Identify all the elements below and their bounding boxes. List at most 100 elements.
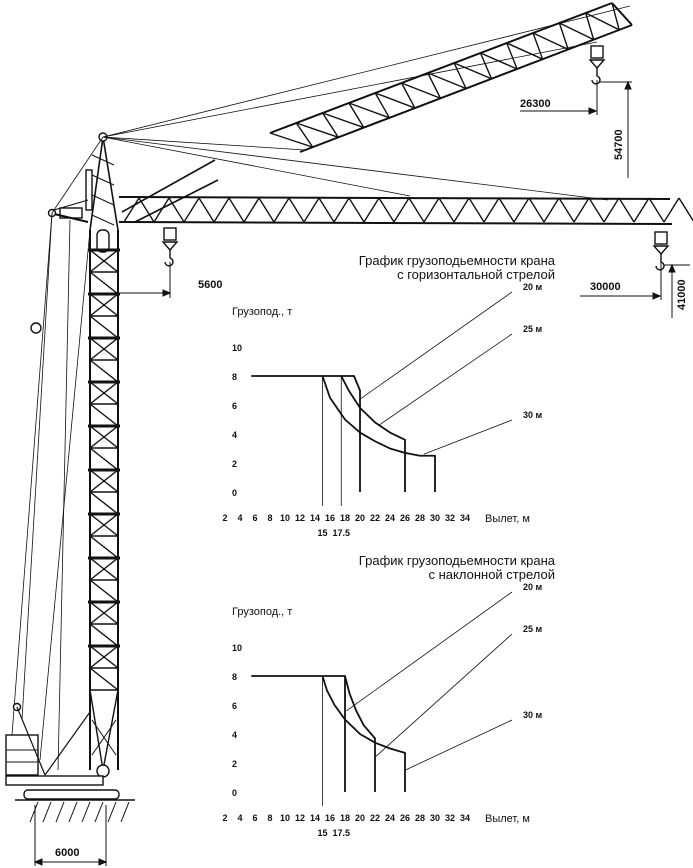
dim-max-reach: 30000 — [590, 281, 621, 293]
series-pointer-line — [378, 333, 513, 426]
mast-brace — [89, 557, 119, 581]
jib-brace — [288, 197, 305, 223]
mast-brace — [89, 535, 119, 559]
series-label: 30 м — [523, 710, 543, 720]
crawler-track — [23, 789, 120, 800]
ground-hatch — [107, 801, 117, 823]
x-tick-label: 22 — [370, 513, 380, 523]
series-label: 25 м — [523, 324, 543, 334]
platform — [5, 775, 104, 786]
x-tick-label: 2 — [222, 513, 227, 523]
jib-brace — [663, 197, 680, 223]
jib-brace — [438, 197, 455, 223]
x-tick-label: 2 — [222, 813, 227, 823]
hoist-cable — [11, 212, 53, 736]
mast-brace — [89, 293, 119, 317]
portal-brace — [102, 689, 119, 771]
arrow-head — [624, 80, 632, 90]
x-tick-label: 12 — [295, 813, 305, 823]
y-tick-label: 0 — [232, 488, 237, 498]
stay-cable — [102, 5, 631, 138]
head-brace — [91, 174, 115, 186]
jib-brace — [153, 197, 170, 223]
inclined-jib-tip — [611, 2, 633, 26]
jib-brace — [678, 197, 693, 222]
inclined-jib-brace — [427, 72, 442, 99]
x-tick-label: 32 — [445, 513, 455, 523]
stay-cable — [51, 136, 104, 214]
hook-icon — [655, 254, 665, 271]
stay-cable — [102, 136, 306, 151]
hook-trolley — [163, 227, 177, 241]
inclined-jib-brace — [611, 2, 620, 31]
hook-inclined — [588, 45, 606, 85]
dimension-lines — [33, 80, 690, 866]
jib-brace — [633, 197, 650, 223]
series-pointer-line — [404, 719, 513, 771]
series-line-30м — [321, 375, 436, 492]
chart-title-line1: График грузоподьемности крана — [359, 253, 556, 268]
inclined-jib-brace — [401, 82, 441, 99]
mast-brace — [89, 403, 119, 427]
series-line-25м — [340, 375, 406, 492]
hook-block — [588, 59, 606, 70]
portal-brace — [89, 689, 104, 771]
series-label: 30 м — [523, 410, 543, 420]
jib-brace — [498, 197, 515, 223]
jib-brace — [273, 197, 290, 223]
dim-min-reach: 5600 — [198, 279, 222, 291]
x-tick-label: 16 — [325, 813, 335, 823]
jib-brace — [468, 197, 485, 223]
jib-brace — [348, 197, 365, 223]
stay-cable — [102, 41, 598, 138]
inclined-jib-brace — [322, 112, 339, 138]
mast-brace — [89, 447, 119, 471]
y-tick-label: 8 — [232, 672, 237, 682]
x-tick-label: 28 — [415, 813, 425, 823]
mast-brace — [89, 491, 119, 515]
ground-hatch — [120, 801, 130, 823]
inclined-jib-brace — [269, 132, 313, 148]
counterweight — [5, 734, 39, 776]
dim-inclined-height: 54700 — [613, 129, 625, 160]
jib-brace — [333, 197, 350, 223]
inclined-jib-brace — [400, 82, 416, 109]
cable-block — [30, 322, 42, 334]
inclined-jib-brace — [506, 42, 543, 60]
x-tick-label: 28 — [415, 513, 425, 523]
x-tick-label: 8 — [267, 513, 272, 523]
x-tick-label: 30 — [430, 513, 440, 523]
x-tick-label: 6 — [252, 813, 257, 823]
arrow-head — [162, 289, 172, 297]
series-pointer-line — [374, 633, 513, 758]
y-tick-label: 6 — [232, 701, 237, 711]
y-axis-label: Грузопод., т — [232, 606, 292, 618]
x-extra-tick-label: 17.5 — [332, 528, 350, 538]
base-strut — [16, 706, 46, 776]
mast-brace — [89, 359, 119, 383]
arrow-head — [98, 858, 108, 866]
x-tick-label: 16 — [325, 513, 335, 523]
jib-brace — [393, 197, 410, 223]
hook-icon — [591, 68, 601, 85]
inclined-jib-brace — [453, 62, 492, 80]
x-tick-label: 24 — [385, 513, 395, 523]
x-tick-label: 10 — [280, 513, 290, 523]
x-axis-label: Вылет, м — [485, 813, 530, 825]
jib-brace — [213, 197, 230, 223]
y-tick-label: 4 — [232, 730, 237, 740]
jib-brace — [123, 197, 140, 223]
mast-brace — [89, 315, 119, 339]
inclined-jib-brace — [479, 52, 493, 80]
hoist-cable — [21, 212, 53, 721]
y-tick-label: 8 — [232, 372, 237, 382]
x-tick-label: 18 — [340, 513, 350, 523]
y-tick-label: 10 — [232, 343, 242, 353]
jib-brace — [543, 197, 560, 223]
mast-brace — [89, 579, 119, 603]
arrow-head — [33, 858, 43, 866]
x-axis-label: Вылет, м — [485, 513, 530, 525]
